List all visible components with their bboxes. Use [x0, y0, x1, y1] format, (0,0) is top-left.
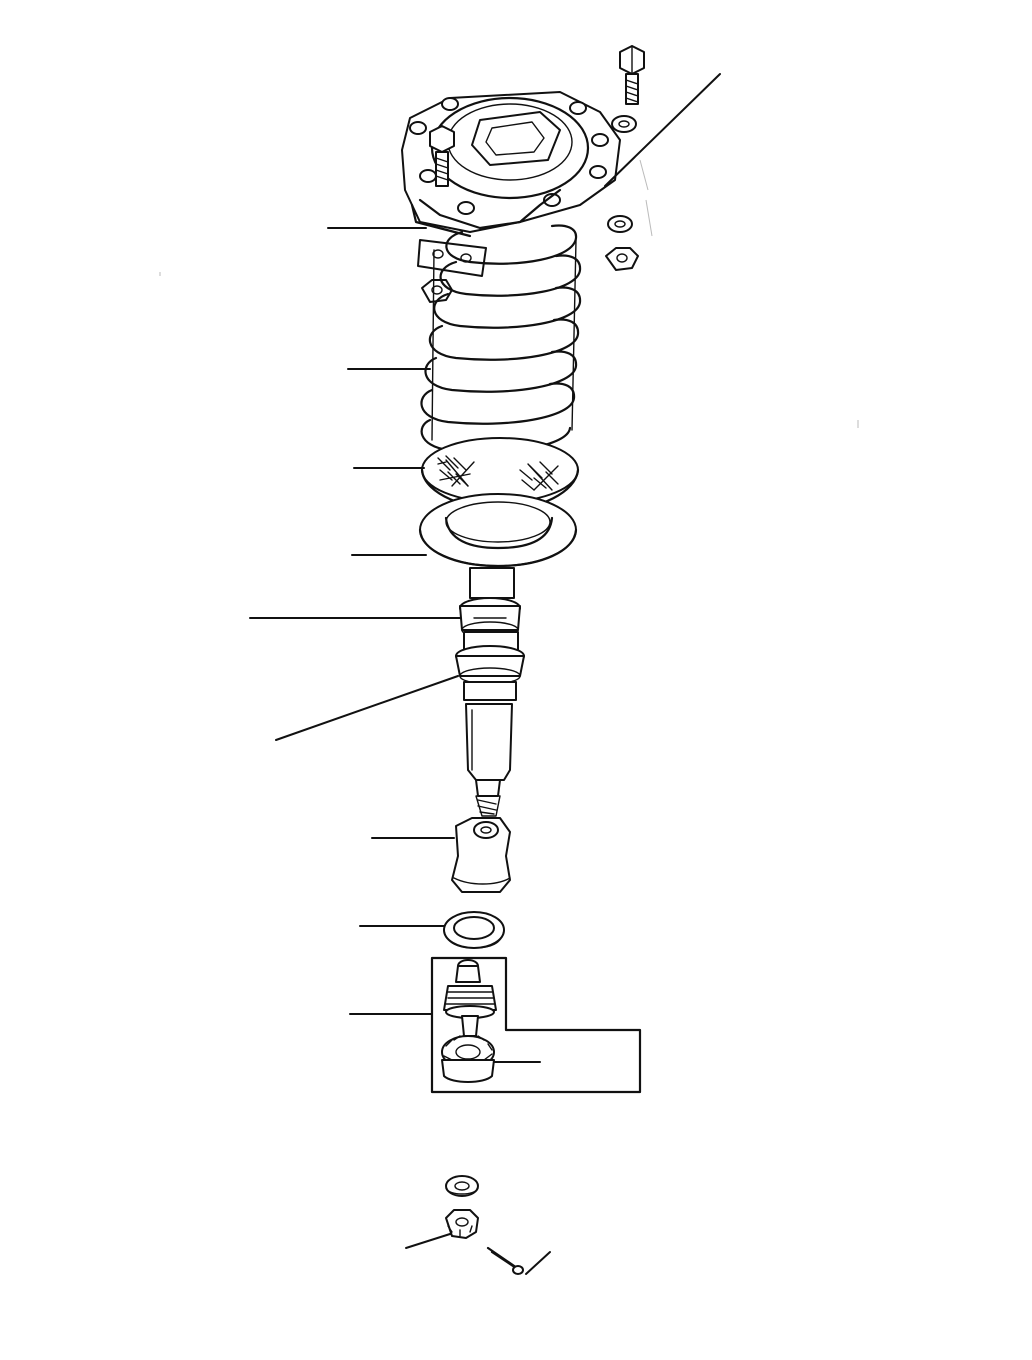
top-bolt — [619, 45, 645, 105]
leader-cotter-pin — [525, 1251, 551, 1275]
mount-nut — [605, 247, 639, 271]
strut-collar — [459, 567, 521, 639]
strut-bushing — [455, 631, 525, 701]
lower-spring-seat — [418, 493, 578, 568]
top-bolt — [429, 125, 455, 187]
mount-washer — [607, 215, 633, 233]
coil-spring — [420, 224, 582, 453]
mount-nut — [421, 279, 453, 303]
leader-lines — [249, 73, 721, 1275]
spacer-plate — [417, 239, 487, 277]
lower-washer — [445, 1175, 479, 1197]
seal-ring — [443, 911, 505, 949]
castle-nut — [445, 1209, 479, 1239]
leader-bushing — [275, 675, 459, 741]
cotter-pin — [486, 1246, 524, 1275]
leader-castle-nut — [405, 1233, 451, 1249]
bump-stop — [451, 817, 511, 893]
ball-joint-callout-box — [430, 956, 642, 1094]
ball-joint-boot — [441, 1035, 495, 1083]
ball-joint — [443, 959, 497, 1037]
scan-marks — [159, 159, 859, 428]
leader-top-right — [604, 73, 721, 187]
mount-washer — [611, 115, 637, 133]
strut-rod — [465, 703, 513, 817]
top-mount-plate — [401, 91, 621, 238]
